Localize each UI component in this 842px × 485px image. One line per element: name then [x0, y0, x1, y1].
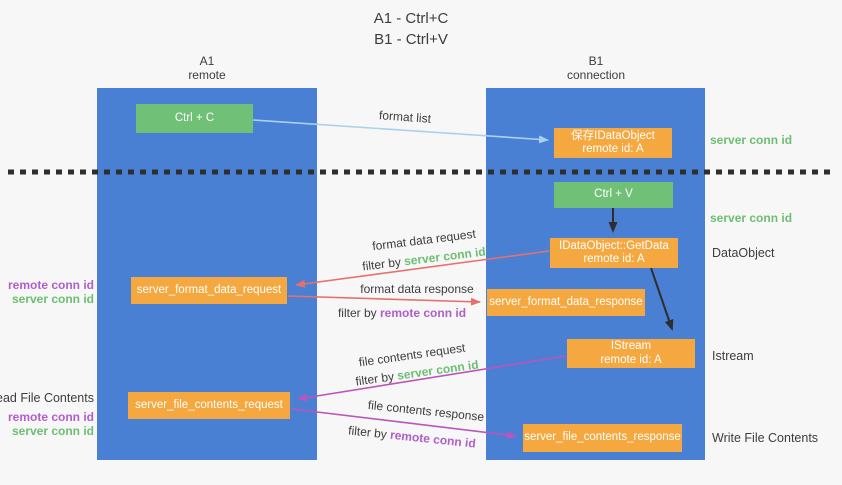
- format-data-response-label: format data response: [360, 282, 474, 296]
- ctrl-v-label: Ctrl + V: [594, 188, 633, 201]
- remote-conn-id-label: remote conn id: [7, 410, 94, 424]
- lane-b1-role: connection: [566, 68, 626, 82]
- lane-header-b1: B1 connection: [536, 54, 656, 82]
- write-file-contents-label: Write File Contents: [712, 431, 819, 445]
- file-contents-response-arrow: [291, 408, 517, 439]
- server-file-contents-response-label: server_file_contents_response: [524, 431, 681, 444]
- format-data-response-filter-label: filter by remote conn id: [338, 306, 466, 320]
- file-contents-request-arrow: [297, 355, 567, 402]
- istream-side-label: Istream: [712, 349, 754, 363]
- node-idataobject-getdata: IDataObject::GetData remote id: A: [550, 238, 678, 268]
- node-ctrl-c: Ctrl + C: [136, 104, 253, 133]
- server-file-contents-request-label: server_file_contents_request: [135, 398, 283, 411]
- remote-conn-id-key: remote conn id: [380, 306, 467, 320]
- node-istream: IStream remote id: A: [567, 339, 695, 368]
- getdata-to-istream-arrow: [650, 267, 674, 331]
- server-conn-id-label-top: server conn id: [710, 133, 793, 147]
- format-request-conn-ids: remote conn id server conn id: [0, 278, 94, 306]
- server-conn-id-label: server conn id: [11, 424, 94, 438]
- save-idataobject-line2: remote id: A: [582, 143, 644, 155]
- lane-b1-id: B1: [588, 54, 604, 68]
- server-conn-id-label: server conn id: [11, 292, 94, 306]
- lane-header-a1: A1 remote: [147, 54, 267, 82]
- format-data-response-arrow: [287, 295, 481, 306]
- node-save-idataobject: 保存IDataObject remote id: A: [554, 128, 672, 158]
- node-server-format-data-response: server_format_data_response: [487, 289, 645, 316]
- dataobject-label: DataObject: [712, 246, 775, 260]
- node-server-format-data-request: server_format_data_request: [131, 277, 287, 304]
- format-list-arrow: [252, 119, 549, 144]
- server-conn-id-label-mid: server conn id: [710, 211, 793, 225]
- save-idataobject-line1: 保存IDataObject: [571, 129, 655, 142]
- getdata-line2: remote id: A: [583, 253, 645, 265]
- node-server-file-contents-response: server_file_contents_response: [523, 424, 682, 452]
- node-ctrl-v: Ctrl + V: [554, 182, 673, 208]
- format-data-request-arrow: [295, 250, 550, 288]
- diagram-title: A1 - Ctrl+C B1 - Ctrl+V: [321, 8, 501, 50]
- istream-line1: IStream: [610, 340, 652, 352]
- filter-by-text: filter by: [337, 306, 377, 320]
- istream-line2: remote id: A: [600, 353, 662, 366]
- title-line-2: B1 - Ctrl+V: [374, 31, 448, 48]
- server-format-data-request-label: server_format_data_request: [136, 283, 282, 296]
- title-line-1: A1 - Ctrl+C: [373, 10, 449, 27]
- file-request-conn-ids: remote conn id server conn id: [0, 410, 94, 438]
- node-server-file-contents-request: server_file_contents_request: [128, 392, 290, 419]
- lane-a1-role: remote: [188, 68, 226, 82]
- remote-conn-id-label: remote conn id: [7, 278, 94, 292]
- server-format-data-response-label: server_format_data_response: [489, 295, 643, 308]
- getdata-line1: IDataObject::GetData: [559, 239, 669, 252]
- read-file-contents-label: Read File Contents: [0, 391, 94, 405]
- ctrl-c-label: Ctrl + C: [174, 111, 215, 124]
- lane-a1-id: A1: [199, 54, 215, 68]
